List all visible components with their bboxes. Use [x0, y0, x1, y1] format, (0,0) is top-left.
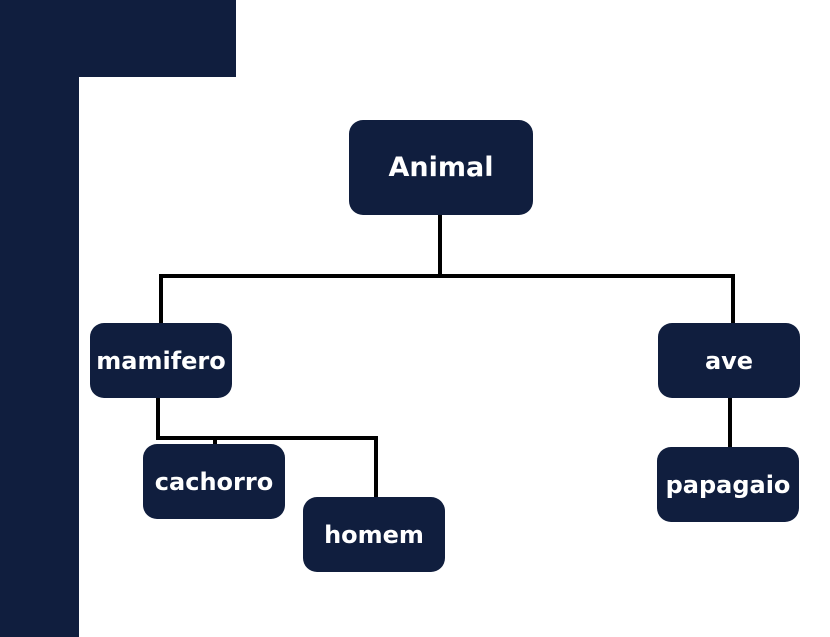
node-animal-label: Animal	[388, 152, 494, 183]
node-ave: ave	[658, 323, 800, 398]
node-ave-label: ave	[704, 346, 754, 375]
node-papagaio: papagaio	[657, 447, 799, 522]
node-homem-label: homem	[324, 520, 424, 549]
node-mamifero: mamifero	[90, 323, 232, 398]
node-homem: homem	[303, 497, 445, 572]
node-papagaio-label: papagaio	[665, 470, 791, 499]
top-left-header-block	[0, 0, 236, 77]
node-mamifero-label: mamifero	[96, 346, 226, 375]
node-cachorro: cachorro	[143, 444, 285, 519]
left-sidebar-band	[0, 0, 79, 637]
node-animal: Animal	[349, 120, 533, 215]
node-cachorro-label: cachorro	[154, 467, 274, 496]
